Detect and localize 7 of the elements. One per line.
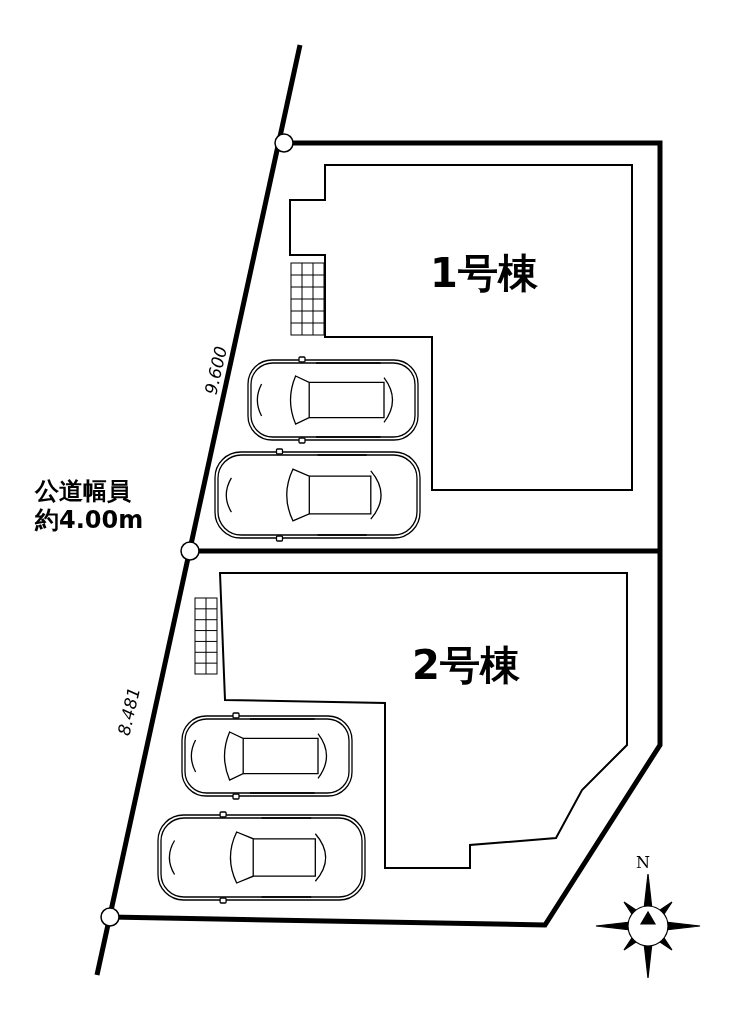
north-label: N bbox=[636, 855, 650, 871]
dimension-label: 8.481 bbox=[115, 685, 144, 738]
building-label: 1号棟 bbox=[430, 253, 538, 293]
dimension-label: 9.600 bbox=[202, 344, 231, 397]
road-width-label: 約4.00m bbox=[35, 508, 144, 532]
road-width-label: 公道幅員 bbox=[35, 479, 131, 503]
building-label: 2号棟 bbox=[412, 645, 520, 685]
